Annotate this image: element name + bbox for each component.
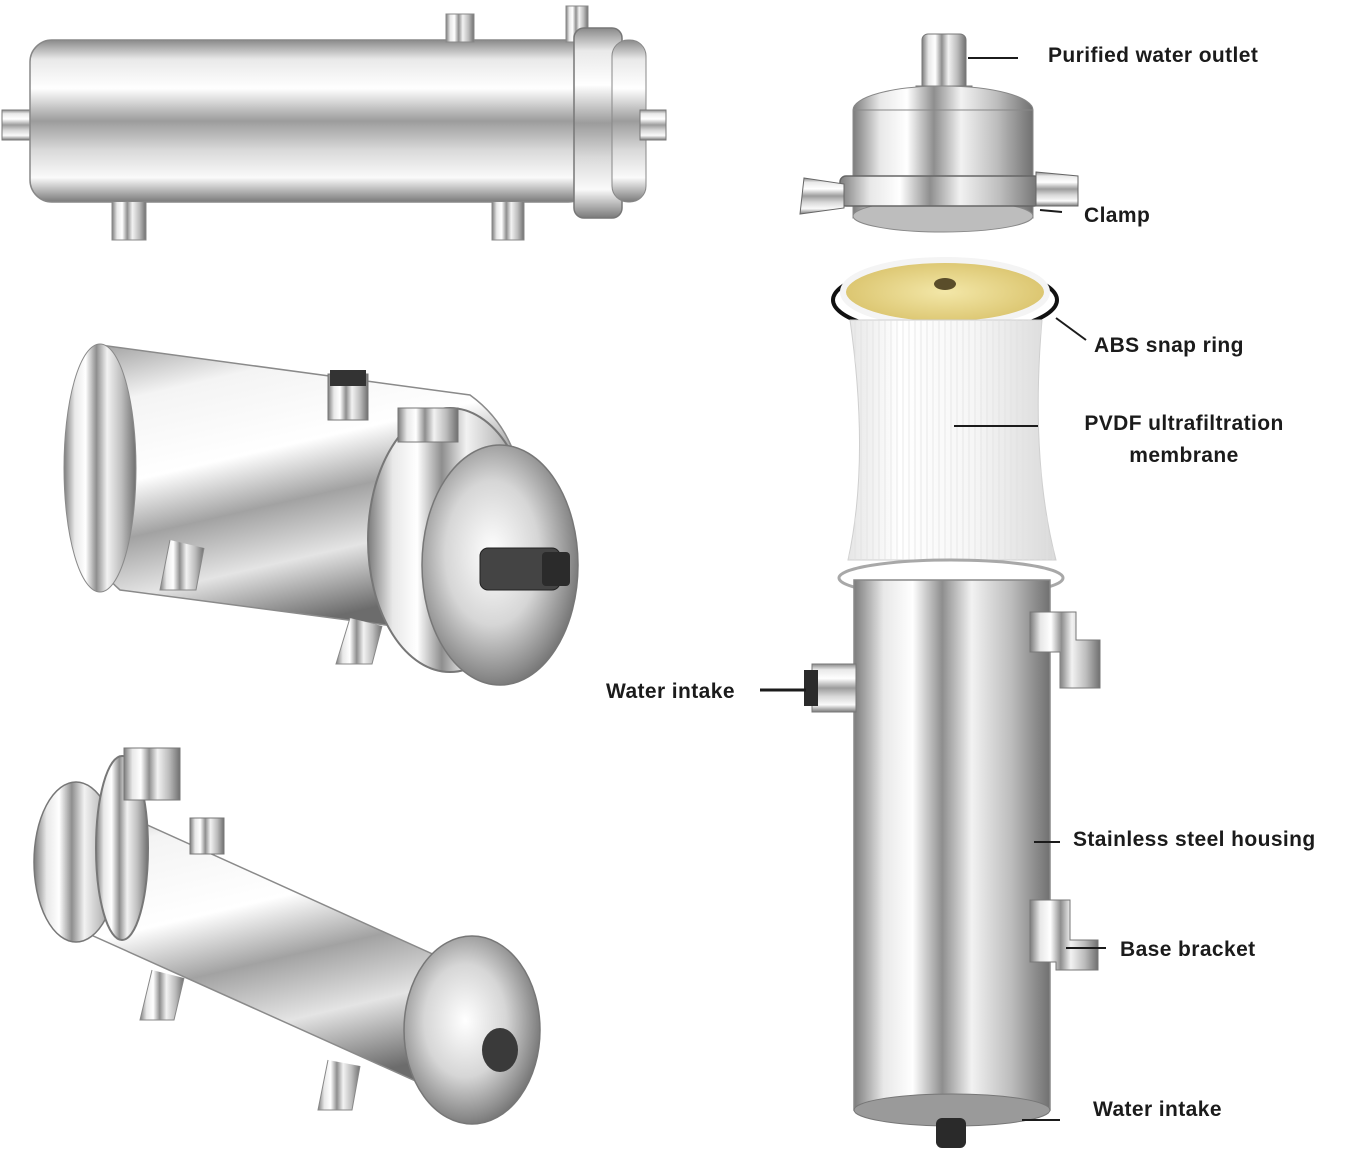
- rear-end-port: [482, 1028, 518, 1072]
- label-water-intake-side: Water intake: [606, 680, 735, 703]
- label-stainless-steel-housing: Stainless steel housing: [1073, 828, 1316, 851]
- lower-bracket: [1029, 899, 1099, 971]
- angle-foot-right: [335, 617, 383, 665]
- leader-lines: [760, 57, 1106, 1121]
- filter-angle-view-front: [63, 343, 579, 686]
- rear-top-port: [189, 817, 225, 855]
- angle-clamp-handle: [397, 407, 459, 443]
- label-base-bracket: Base bracket: [1120, 938, 1256, 961]
- label-purified-water-outlet: Purified water outlet: [1048, 44, 1259, 67]
- angle-outlet-tip: [542, 552, 570, 586]
- housing-body: [853, 579, 1051, 1111]
- rear-foot-left: [139, 969, 185, 1021]
- side-housing-body: [29, 39, 591, 203]
- rear-foot-right: [317, 1059, 361, 1111]
- angle-back-end: [63, 343, 137, 593]
- side-foot-left: [111, 202, 147, 241]
- housing-drain: [936, 1118, 966, 1148]
- clamp-latch-right: [1035, 171, 1079, 207]
- label-pvdf-line1: PVDF ultrafiltration: [1084, 412, 1284, 435]
- label-pvdf-line2: membrane: [1129, 443, 1239, 467]
- side-outlet-port: [639, 109, 667, 141]
- filter-side-view: [1, 5, 667, 241]
- leader-clamp: [1039, 209, 1063, 213]
- clamp-band: [839, 175, 1041, 207]
- side-foot-right: [491, 202, 525, 241]
- label-pvdf-membrane: PVDF ultrafiltration membrane: [1066, 408, 1302, 471]
- membrane-center-hole: [934, 278, 956, 290]
- leader-snap-ring: [1055, 317, 1087, 341]
- rear-end-cap: [403, 935, 541, 1125]
- membrane-fibers: [848, 320, 1056, 560]
- side-intake-port: [811, 663, 857, 713]
- angle-foot-left: [159, 539, 205, 591]
- side-top-port-left: [445, 13, 475, 43]
- rear-clamp-handle: [123, 747, 181, 801]
- side-intake-cap: [804, 670, 818, 706]
- upper-bracket: [1029, 611, 1101, 689]
- clamp-latch-left: [799, 177, 845, 215]
- filter-angle-view-rear: [33, 747, 541, 1125]
- label-abs-snap-ring: ABS snap ring: [1094, 334, 1244, 357]
- label-water-intake-bottom: Water intake: [1093, 1098, 1222, 1121]
- rear-clamp-ring: [95, 755, 149, 941]
- angle-top-port-cap: [330, 370, 366, 386]
- exploded-view: [799, 33, 1101, 1148]
- label-clamp: Clamp: [1084, 204, 1151, 227]
